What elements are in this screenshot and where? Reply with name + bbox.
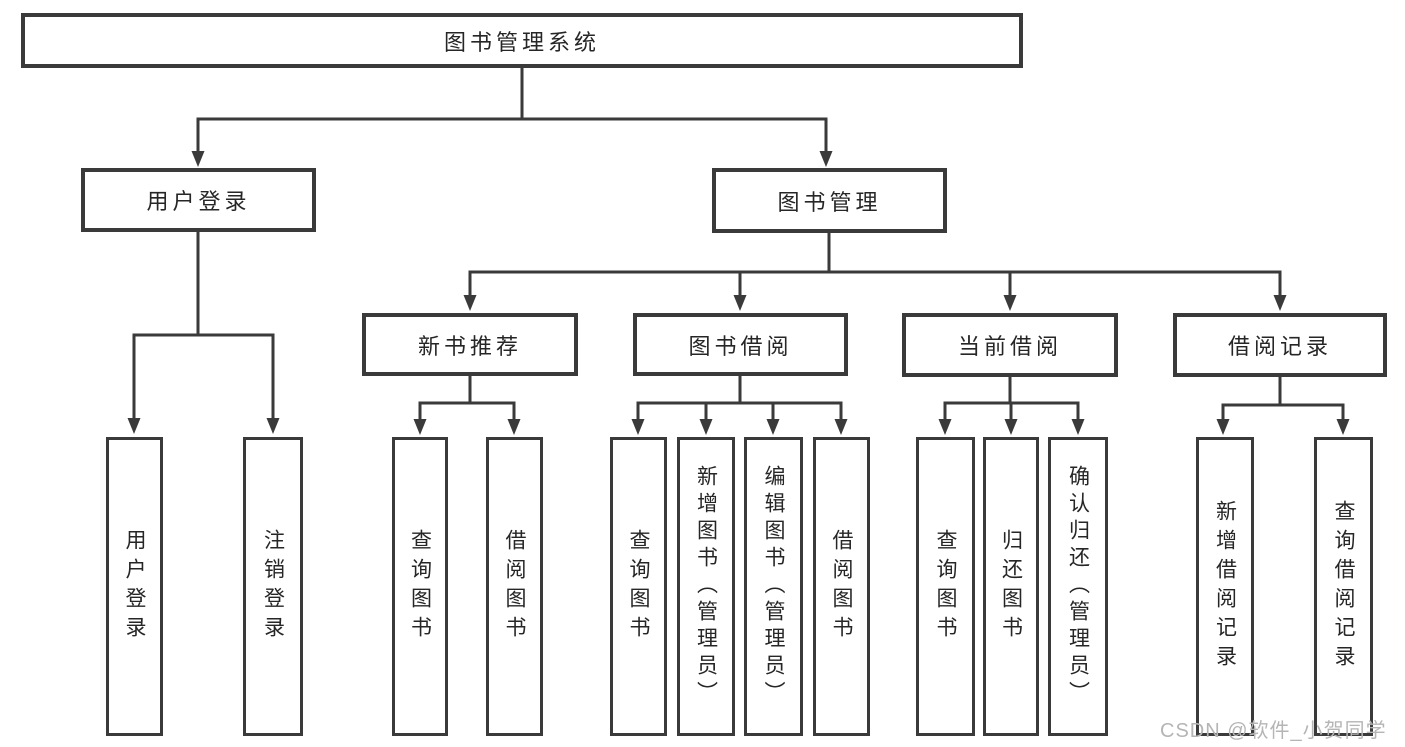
node-label: 确认归还（管理员）	[1066, 465, 1090, 708]
node-label: 图书管理	[777, 189, 882, 215]
node-label: 借阅图书	[830, 528, 853, 645]
node-label: 图书借阅	[688, 333, 793, 359]
arrow-down-icon	[834, 401, 848, 435]
node-label: 归还图书	[999, 528, 1023, 645]
node-label: 新增借阅记录	[1213, 499, 1237, 674]
arrow-down-icon	[413, 401, 427, 435]
node-label: 查询图书	[627, 528, 650, 645]
arrow-down-icon	[631, 401, 645, 435]
node-label: 新书推荐	[417, 333, 522, 359]
leaf-current-return-books: 归还图书	[983, 437, 1039, 736]
leaf-borrow-edit-books-admin: 编辑图书（管理员）	[744, 437, 803, 736]
arrow-down-icon	[507, 401, 521, 435]
node-book-management: 图书管理	[712, 168, 947, 233]
leaf-logout: 注销登录	[243, 437, 303, 736]
leaf-rec-borrow-books: 借阅图书	[486, 437, 543, 736]
node-label: 用户登录	[123, 528, 146, 645]
node-label: 编辑图书（管理员）	[762, 465, 785, 708]
node-label: 图书管理系统	[443, 29, 600, 55]
arrow-down-icon	[266, 333, 280, 434]
csdn-watermark: CSDN @软件_小贺同学	[1160, 720, 1387, 742]
arrow-down-icon	[819, 117, 833, 167]
node-label: 当前借阅	[957, 334, 1062, 359]
leaf-borrow-query-books: 查询图书	[610, 437, 667, 736]
arrow-down-icon	[127, 333, 141, 434]
arrow-down-icon	[1004, 401, 1018, 435]
arrow-down-icon	[191, 117, 205, 167]
leaf-borrow-borrow-books: 借阅图书	[813, 437, 870, 736]
leaf-records-query-record: 查询借阅记录	[1314, 437, 1373, 736]
node-label: 借阅记录	[1227, 334, 1332, 359]
node-new-book-recommend: 新书推荐	[362, 313, 578, 376]
arrow-down-icon	[1003, 270, 1017, 311]
arrow-down-icon	[463, 270, 477, 311]
node-label: 查询借阅记录	[1332, 499, 1355, 674]
node-label: 用户登录	[146, 189, 251, 214]
leaf-borrow-add-books-admin: 新增图书（管理员）	[677, 437, 735, 736]
arrow-down-icon	[766, 401, 780, 435]
node-label: 查询图书	[934, 528, 957, 645]
node-book-borrowing: 图书借阅	[633, 313, 848, 376]
arrow-down-icon	[733, 270, 747, 311]
node-label: 新增图书（管理员）	[694, 465, 718, 708]
leaf-current-confirm-return-admin: 确认归还（管理员）	[1048, 437, 1108, 736]
leaf-records-add-record: 新增借阅记录	[1196, 437, 1254, 736]
leaf-rec-query-books: 查询图书	[392, 437, 448, 736]
node-user-login: 用户登录	[81, 168, 316, 232]
node-label: 查询图书	[408, 528, 432, 645]
arrow-down-icon	[699, 401, 713, 435]
node-label: 注销登录	[261, 528, 285, 645]
arrow-down-icon	[1273, 270, 1287, 311]
arrow-down-icon	[1071, 401, 1085, 435]
arrow-down-icon	[1336, 403, 1350, 435]
arrow-down-icon	[1216, 403, 1230, 435]
leaf-current-query-books: 查询图书	[916, 437, 975, 736]
leaf-user-login: 用户登录	[106, 437, 163, 736]
node-label: 借阅图书	[503, 528, 526, 645]
arrow-down-icon	[938, 401, 952, 435]
node-current-borrowing: 当前借阅	[902, 313, 1118, 377]
node-library-management-system: 图书管理系统	[21, 13, 1023, 68]
node-borrowing-records: 借阅记录	[1173, 313, 1387, 377]
